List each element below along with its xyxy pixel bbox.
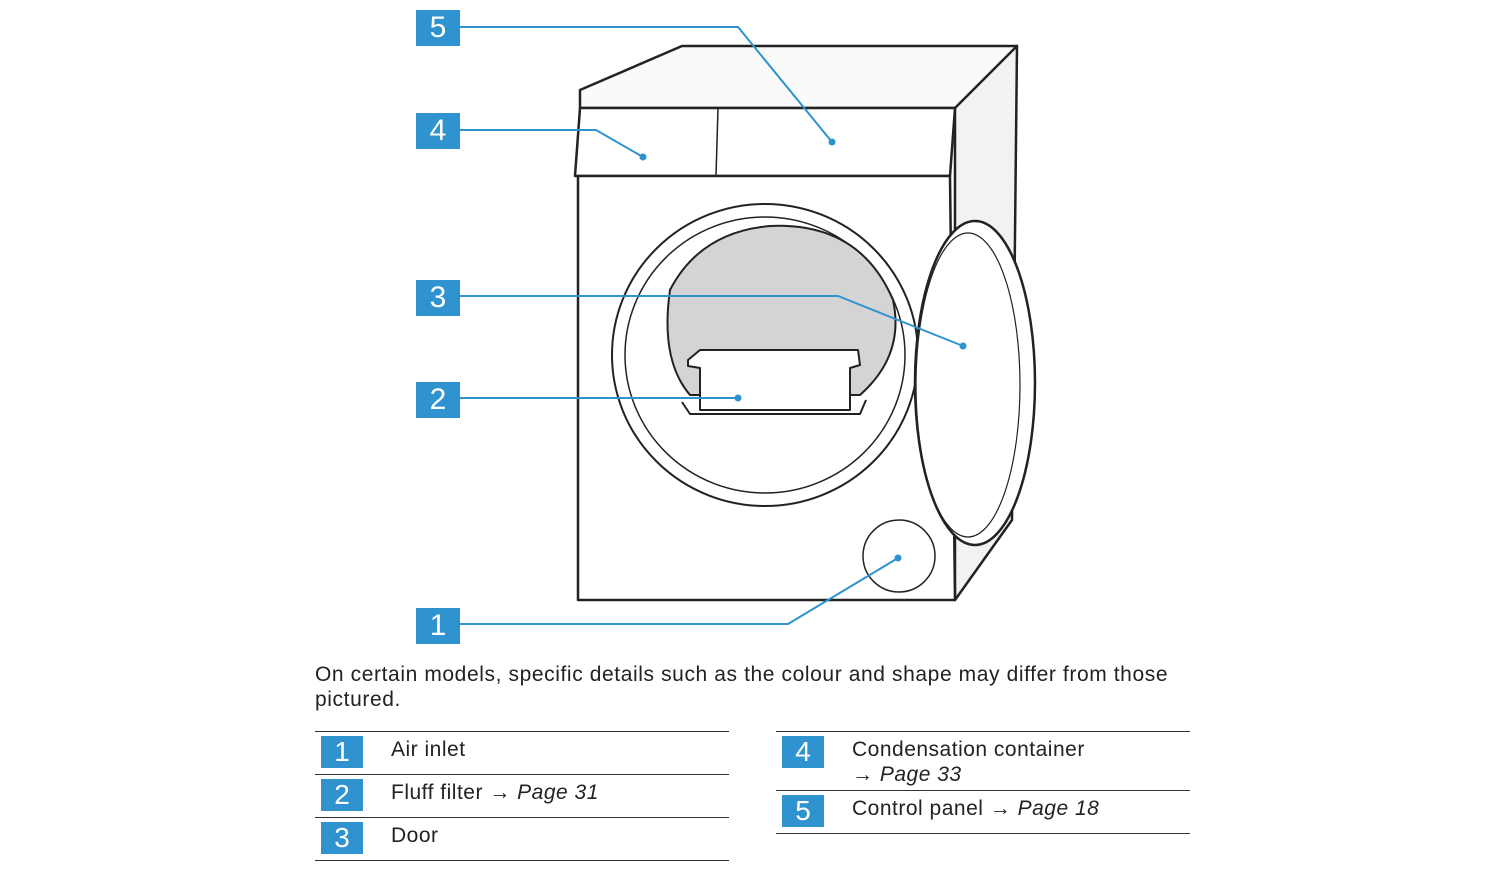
legend-row: 1 Air inlet <box>315 732 729 775</box>
legend-label-text: Door <box>391 824 439 847</box>
dryer-top <box>578 44 1019 110</box>
legend-number: 5 <box>782 795 824 827</box>
legend-label: Door <box>391 823 439 848</box>
arrow-icon: → <box>852 763 874 786</box>
leader-line-1 <box>460 557 899 625</box>
legend-right: 4 Condensation container → Page 33 5 Con… <box>776 731 1190 834</box>
legend-row: 5 Control panel → Page 18 <box>776 791 1190 834</box>
legend-left: 1 Air inlet 2 Fluff filter → Page 31 3 D… <box>315 731 729 861</box>
legend-label-text: Control panel <box>852 797 984 820</box>
legend-label: Fluff filter → Page 31 <box>391 780 599 805</box>
leader-dot-4 <box>639 153 647 161</box>
callout-4: 4 <box>416 113 460 149</box>
leader-dot-5 <box>828 138 836 146</box>
legend-number: 2 <box>321 779 363 811</box>
callout-1: 1 <box>416 608 460 644</box>
legend-row: 4 Condensation container → Page 33 <box>776 732 1190 791</box>
legend-label-text: Fluff filter <box>391 781 483 804</box>
legend-label: Condensation container → Page 33 <box>852 737 1085 787</box>
leader-line-4 <box>460 129 644 158</box>
callout-2: 2 <box>416 382 460 418</box>
legend-number: 3 <box>321 822 363 854</box>
legend-number: 1 <box>321 736 363 768</box>
dryer-illustration <box>460 26 1037 625</box>
door-ring-inner <box>624 216 906 494</box>
caption-text: On certain models, specific details such… <box>315 663 1169 711</box>
leader-dot-2 <box>734 394 742 402</box>
callout-5: 5 <box>416 10 460 46</box>
legend-row: 2 Fluff filter → Page 31 <box>315 775 729 818</box>
arrow-icon: → <box>989 797 1012 820</box>
leader-line-3 <box>460 295 964 347</box>
legend-row: 3 Door <box>315 818 729 861</box>
fluff-filter-shape <box>687 349 861 411</box>
legend-label: Control panel → Page 18 <box>852 796 1099 821</box>
legend-label-text: Air inlet <box>391 738 466 761</box>
dryer-diagram: 5 4 3 2 1 <box>416 10 1037 644</box>
page-reference: Page 33 <box>879 763 962 786</box>
leader-dot-1 <box>894 554 902 562</box>
leader-line-5 <box>460 26 833 143</box>
control-panel-strip <box>573 106 957 178</box>
page-reference: Page 18 <box>1017 797 1100 820</box>
legend-label: Air inlet <box>391 737 466 762</box>
legend-number: 4 <box>782 736 824 768</box>
legend-label-text: Condensation container <box>852 738 1085 761</box>
callout-3: 3 <box>416 280 460 316</box>
open-door <box>913 219 1037 547</box>
page-reference: Page 31 <box>517 781 599 804</box>
leader-dot-3 <box>959 342 967 350</box>
arrow-icon: → <box>489 781 511 804</box>
